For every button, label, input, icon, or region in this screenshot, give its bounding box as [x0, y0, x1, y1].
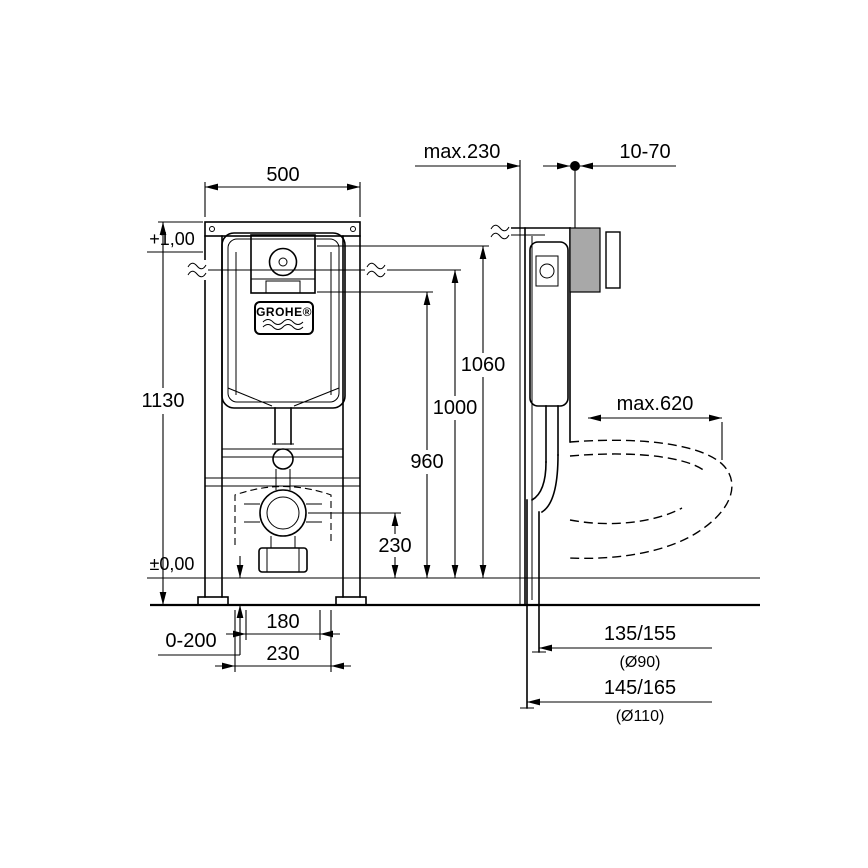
level-marker-floor: ±0,00	[150, 554, 195, 574]
dim-230-bottom-label: 230	[266, 643, 299, 665]
plate-spacer-side	[605, 231, 621, 289]
break-symbol-right	[365, 260, 387, 280]
dim-180: 180	[226, 610, 340, 640]
dim-230-bottom: 230	[215, 610, 351, 672]
dim-bowl-max620: max.620	[588, 393, 723, 460]
level-marker-upper: +1,00	[147, 229, 203, 253]
dim-960-label: 960	[410, 451, 443, 473]
dim-bowl-label: max.620	[617, 393, 694, 415]
wall-reference-dot	[570, 161, 580, 171]
dim-width-500: 500	[204, 164, 361, 217]
dim-180-label: 180	[266, 611, 299, 633]
dim-plate-10-70: 10-70	[543, 141, 676, 228]
dim-width-label: 500	[266, 164, 299, 186]
dim-outlet-b: 145/165 (Ø110)	[527, 677, 712, 725]
dim-1060-label: 1060	[461, 354, 506, 376]
level-floor-label: ±0,00	[150, 554, 195, 574]
drain-connector-front	[234, 485, 332, 573]
level-upper-label: +1,00	[149, 229, 195, 249]
flush-plate-side	[569, 227, 601, 293]
side-view-frame	[504, 227, 621, 709]
wc-bowl-outline	[569, 439, 733, 560]
brand-logo: GROHE®	[254, 301, 314, 335]
dim-outlet-b-diameter: (Ø110)	[616, 708, 665, 725]
brand-logo-text: GROHE®	[256, 305, 312, 319]
dim-foot-label: 0-200	[165, 630, 216, 652]
dim-1000-label: 1000	[433, 397, 478, 419]
cistern-front	[221, 232, 346, 409]
dim-outlet-a: 135/155 (Ø90)	[539, 623, 712, 671]
dim-height-1130: 1130	[138, 221, 203, 605]
dim-outlet-b-label: 145/165	[604, 677, 676, 699]
dim-depth-max230: max.230	[415, 141, 521, 232]
dim-heights-middle: 960 1000 1060	[317, 245, 508, 578]
break-symbol-side	[489, 222, 511, 242]
dim-depth-label: max.230	[424, 141, 501, 163]
dim-height-label: 1130	[141, 390, 184, 412]
dim-plate-label: 10-70	[619, 141, 670, 163]
front-view-frame	[197, 221, 367, 606]
dim-drain-height-230: 230	[308, 512, 418, 578]
floor-lines	[147, 577, 760, 607]
dim-drain-height-label: 230	[378, 535, 411, 557]
flush-plate-front	[250, 234, 316, 294]
dim-outlet-a-label: 135/155	[604, 623, 676, 645]
dim-outlet-a-diameter: (Ø90)	[620, 654, 661, 671]
break-symbol-left	[186, 260, 208, 280]
